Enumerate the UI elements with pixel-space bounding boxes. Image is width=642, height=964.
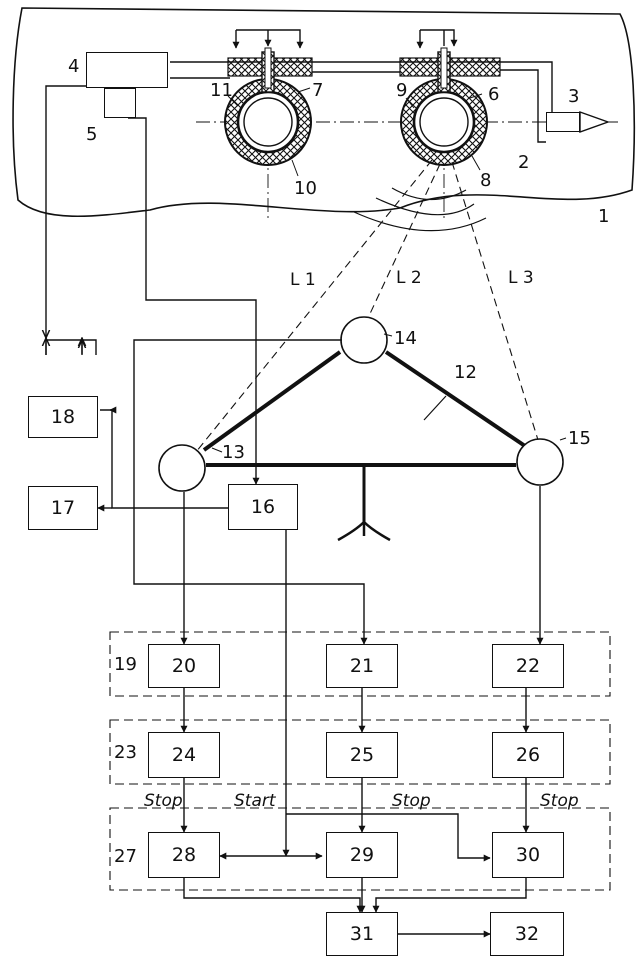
callout-9: 9 xyxy=(396,82,407,100)
callout-8: 8 xyxy=(480,172,491,190)
callout-10: 10 xyxy=(294,180,317,198)
block-4-box xyxy=(86,52,168,88)
label-3: 3 xyxy=(568,88,579,106)
callout-13: 13 xyxy=(222,444,245,462)
callout-6: 6 xyxy=(488,86,499,104)
block-5-box xyxy=(104,88,136,118)
callout-2: 2 xyxy=(518,154,529,172)
block-30: 30 xyxy=(492,832,564,878)
callout-7: 7 xyxy=(312,82,323,100)
block-28: 28 xyxy=(148,832,220,878)
callout-14: 14 xyxy=(394,330,417,348)
block-17: 17 xyxy=(28,486,98,530)
signal-stop-29: Stop xyxy=(392,793,431,810)
signal-stop-30: Stop xyxy=(540,793,579,810)
callout-12: 12 xyxy=(454,364,477,382)
signal-start: Start xyxy=(234,793,276,810)
sensor-13 xyxy=(159,445,205,491)
group-27-label: 27 xyxy=(114,848,137,866)
block-32: 32 xyxy=(490,912,564,956)
callout-11: 11 xyxy=(210,82,233,100)
label-5: 5 xyxy=(86,126,97,144)
label-4: 4 xyxy=(68,58,79,76)
block-24: 24 xyxy=(148,732,220,778)
group-23-label: 23 xyxy=(114,744,137,762)
callout-1: 1 xyxy=(598,208,609,226)
block-21: 21 xyxy=(326,644,398,688)
block-26: 26 xyxy=(492,732,564,778)
signal-stop-28: Stop xyxy=(144,793,183,810)
distance-l3: L 3 xyxy=(508,270,534,287)
block-29: 29 xyxy=(326,832,398,878)
probe-tip xyxy=(580,112,608,132)
block-22: 22 xyxy=(492,644,564,688)
sensor-14 xyxy=(341,317,387,363)
block-31: 31 xyxy=(326,912,398,956)
block-3-box xyxy=(546,112,580,132)
block-25: 25 xyxy=(326,732,398,778)
group-19-label: 19 xyxy=(114,656,137,674)
distance-l2: L 2 xyxy=(396,270,422,287)
sensor-15 xyxy=(517,439,563,485)
block-16: 16 xyxy=(228,484,298,530)
distance-l1: L 1 xyxy=(290,272,316,289)
block-20: 20 xyxy=(148,644,220,688)
block-18: 18 xyxy=(28,396,98,438)
callout-15: 15 xyxy=(568,430,591,448)
